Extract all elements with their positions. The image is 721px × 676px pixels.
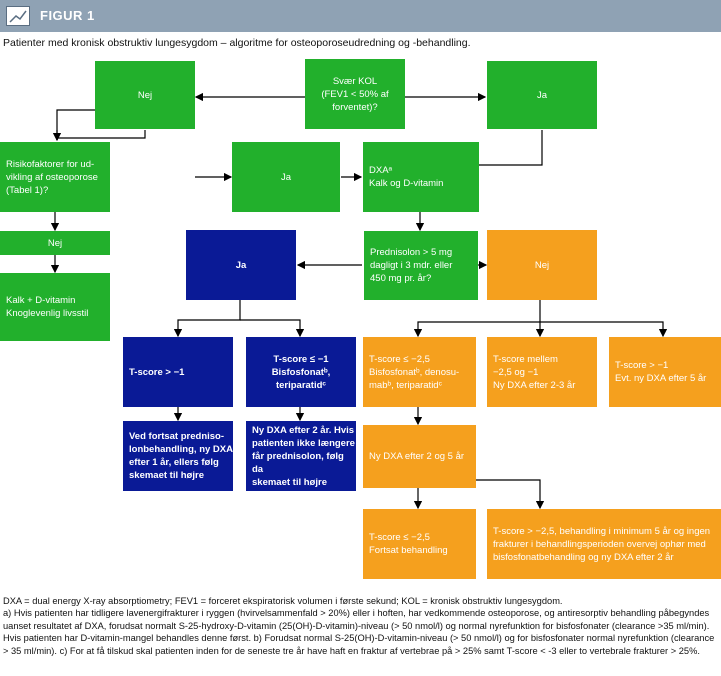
node-tscore-ophoer: T-score > −2,5, behandling i minimum 5 å… (487, 509, 721, 579)
node-dxa-kalk: DXAᵃ Kalk og D-vitamin (363, 142, 479, 212)
node-tscore-le-1-text: T-score ≤ −1 Bisfosfonatᵇ, teriparatidᶜ (271, 353, 331, 391)
node-ny-dxa-2aar: Ny DXA efter 2 år. Hvis patienten ikke l… (246, 421, 356, 491)
node-fortsat-behandling: T-score ≤ −2,5 Fortsat behandling (363, 509, 476, 579)
node-tscore-mellem: T-score mellem −2,5 og −1 Ny DXA efter 2… (487, 337, 597, 407)
node-prednisolon-text: Prednisolon > 5 mg dagligt i 3 mdr. elle… (370, 247, 453, 284)
node-svaer-kol-text: Svær KOL (FEV1 < 50% af forventet)? (321, 75, 389, 113)
node-ja-1: Ja (487, 61, 597, 129)
footnotes: DXA = dual energy X-ray absorptiometry; … (3, 595, 719, 657)
node-ved-fortsat: Ved fortsat predniso- lonbehandling, ny … (123, 421, 233, 491)
node-ja-2: Ja (232, 142, 340, 212)
node-kalk-d-vitamin-text: Kalk + D-vitamin Knoglevenlig livsstil (6, 295, 89, 319)
node-nej-2: Nej (0, 231, 110, 255)
figure-subtitle: Patienter med kronisk obstruktiv lungesy… (3, 37, 471, 49)
node-tscore-le-25: T-score ≤ −2,5 Bisfosfonatᵇ, denosu- mab… (363, 337, 476, 407)
node-ja-3-text: Ja (235, 259, 247, 271)
node-nej-3: Nej (487, 230, 597, 300)
node-nej-2-text: Nej (47, 237, 63, 249)
node-nej-3-text: Nej (534, 259, 550, 271)
node-ja-1-text: Ja (536, 89, 548, 101)
node-tscore-gt-1-evt: T-score > −1 Evt. ny DXA efter 5 år (609, 337, 721, 407)
figure-header: FIGUR 1 (0, 0, 721, 32)
footnote-abbreviations: DXA = dual energy X-ray absorptiometry; … (3, 596, 563, 606)
node-nej-1: Nej (95, 61, 195, 129)
node-tscore-gt-1: T-score > −1 (123, 337, 233, 407)
node-kalk-d-vitamin: Kalk + D-vitamin Knoglevenlig livsstil (0, 273, 110, 341)
node-nej-1-text: Nej (137, 89, 153, 101)
node-tscore-gt-1-evt-text: T-score > −1 Evt. ny DXA efter 5 år (615, 360, 707, 384)
node-fortsat-behandling-text: T-score ≤ −2,5 Fortsat behandling (369, 532, 448, 556)
node-risikofaktorer-text: Risikofaktorer for ud- vikling af osteop… (6, 158, 98, 196)
node-ja-3: Ja (186, 230, 296, 300)
node-ny-dxa-2-5-text: Ny DXA efter 2 og 5 år (369, 451, 465, 462)
figure-title: FIGUR 1 (40, 8, 95, 23)
node-risikofaktorer: Risikofaktorer for ud- vikling af osteop… (0, 142, 110, 212)
node-ja-2-text: Ja (280, 171, 292, 183)
node-tscore-gt-1-text: T-score > −1 (129, 366, 185, 378)
node-dxa-kalk-text: DXAᵃ Kalk og D-vitamin (369, 165, 444, 189)
chart-logo-icon (6, 6, 30, 26)
node-tscore-le-1: T-score ≤ −1 Bisfosfonatᵇ, teriparatidᶜ (246, 337, 356, 407)
node-tscore-le-25-text: T-score ≤ −2,5 Bisfosfonatᵇ, denosu- mab… (369, 353, 460, 391)
footnote-notes: a) Hvis patienten har tidligere lavenerg… (3, 608, 715, 656)
node-tscore-mellem-text: T-score mellem −2,5 og −1 Ny DXA efter 2… (493, 353, 576, 391)
node-tscore-ophoer-text: T-score > −2,5, behandling i minimum 5 å… (493, 525, 711, 563)
node-ny-dxa-2-5: Ny DXA efter 2 og 5 år (363, 425, 476, 488)
node-svaer-kol: Svær KOL (FEV1 < 50% af forventet)? (305, 59, 405, 129)
node-ny-dxa-2aar-text: Ny DXA efter 2 år. Hvis patienten ikke l… (252, 424, 355, 488)
node-prednisolon: Prednisolon > 5 mg dagligt i 3 mdr. elle… (364, 231, 478, 300)
node-ved-fortsat-text: Ved fortsat predniso- lonbehandling, ny … (129, 431, 233, 481)
